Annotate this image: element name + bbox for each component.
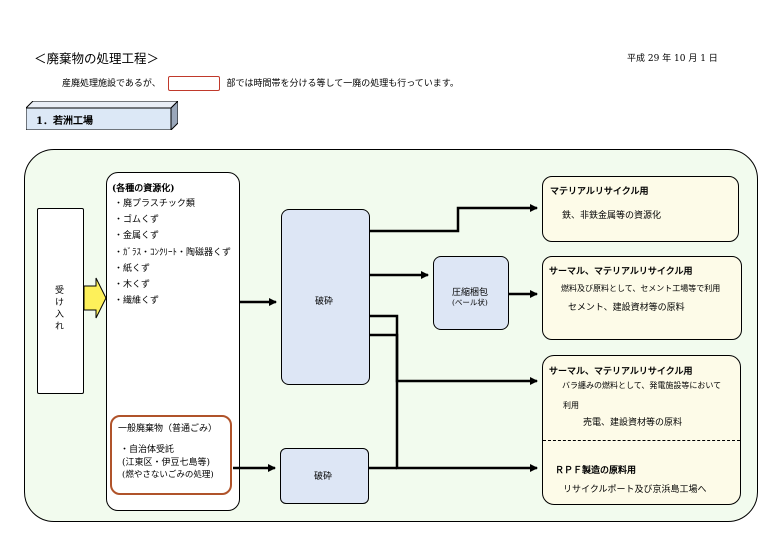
output-thermal1-title: サーマル、マテリアルリサイクル用 <box>549 267 693 277</box>
resource-item: ・ゴムくず <box>114 215 160 226</box>
redacted-box <box>167 76 220 91</box>
output-thermal1-line1: 燃料及び原料として、セメント工場等で利用 <box>561 284 721 293</box>
section-label: 1．若洲工場 <box>36 116 93 127</box>
intro-note: 産廃処理施設であるが、 部では時間帯を分ける等して一廃の処理も行っています。 <box>62 76 459 91</box>
output-thermal2-title: サーマル、マテリアルリサイクル用 <box>549 367 693 377</box>
resource-item: ・繊維くず <box>114 296 160 307</box>
crusher-main-label: 破砕 <box>315 297 334 307</box>
output-rpf-line1: リサイクルポート及び京浜島工場へ <box>563 485 707 495</box>
output-thermal1-line2: セメント、建設資材等の原料 <box>568 303 685 313</box>
general-waste-title: 一般廃棄物（普通ごみ） <box>118 424 218 434</box>
intro-note-before: 産廃処理施設であるが、 <box>62 79 161 89</box>
output-material-line1: 鉄、非鉄金属等の資源化 <box>562 211 662 221</box>
resource-item: ・廃プラスチック類 <box>114 199 195 209</box>
intake-label: 受け入れ <box>53 285 63 333</box>
crusher-small-label: 破砕 <box>314 472 333 482</box>
output-rpf-title: ＲＰＦ製造の原料用 <box>555 466 637 476</box>
crusher-small-box <box>280 448 369 504</box>
general-waste-line3: (燃やさないごみの処理) <box>122 470 214 480</box>
general-waste-line2: (江東区・伊豆七島等) <box>122 458 211 468</box>
resource-item: ・ｶﾞﾗｽ・ｺﾝｸﾘｰﾄ・陶磁器くず <box>114 247 232 258</box>
general-waste-box <box>110 415 232 495</box>
intake-arrow <box>83 277 107 319</box>
general-waste-line1: ・自治体受託 <box>120 445 175 455</box>
output-thermal2-box <box>542 355 741 505</box>
intro-note-after: 部では時間帯を分ける等して一廃の処理も行っています。 <box>226 79 459 89</box>
crusher-main-box <box>281 209 370 385</box>
resource-item: ・紙くず <box>114 263 151 274</box>
resource-item: ・金属くず <box>114 231 160 242</box>
resources-list: ・廃プラスチック類 ・ゴムくず ・金属くず ・ｶﾞﾗｽ・ｺﾝｸﾘｰﾄ・陶磁器くず… <box>114 196 231 309</box>
resources-heading: (各種の資源化) <box>112 184 175 194</box>
resource-item: ・木くず <box>114 280 151 291</box>
output-thermal2-line3: 売電、建設資材等の原料 <box>583 418 683 428</box>
output-thermal1-box <box>542 256 742 340</box>
compress-sub: (ベール状) <box>452 298 488 307</box>
page-title: ＜廃棄物の処理工程＞ <box>34 51 160 66</box>
output-material-title: マテリアルリサイクル用 <box>550 187 649 197</box>
date: 平成 29 年 10 月 1 日 <box>627 54 718 64</box>
section-label-3d: 1．若洲工場 <box>26 101 178 130</box>
compress-label: 圧縮梱包 <box>452 288 489 298</box>
output-thermal2-line2: 利用 <box>563 401 579 410</box>
output-thermal2-line1: バラ纏みの燃料として、発電施設等において <box>562 381 722 390</box>
output-material-box <box>542 176 739 242</box>
output-divider <box>543 440 740 441</box>
